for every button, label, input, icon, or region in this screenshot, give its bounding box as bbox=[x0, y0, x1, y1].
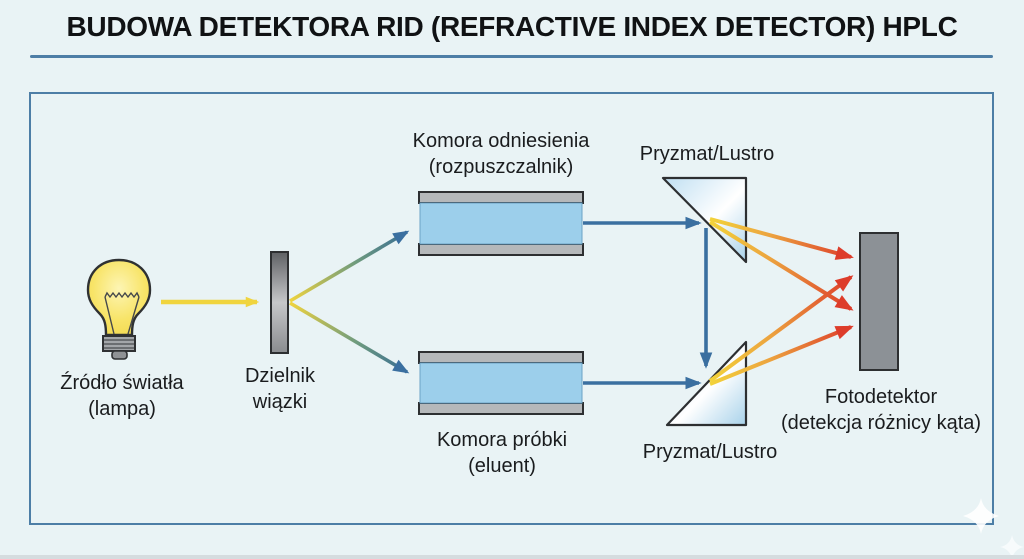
bulb-contact-tip bbox=[111, 350, 128, 360]
light-source-label: Źródło światła (lampa) bbox=[60, 370, 183, 422]
light-source-label-line2: (lampa) bbox=[88, 398, 156, 420]
ray-top-upper-arrow bbox=[709, 217, 854, 260]
light-source-label-line1: Źródło światła bbox=[60, 372, 184, 394]
reference-chamber-label-line2: (rozpuszczalnik) bbox=[428, 156, 574, 178]
diagram-frame bbox=[29, 92, 994, 525]
sample-chamber-label-line2: (eluent) bbox=[468, 455, 536, 477]
reference-chamber-icon bbox=[418, 191, 584, 256]
ray-top-lower-arrow bbox=[708, 220, 854, 311]
photodetector-label-line2: (detekcja różnicy kąta) bbox=[780, 412, 982, 434]
prism-top-label-text: Pryzmat/Lustro bbox=[639, 143, 775, 165]
sample-chamber-top-plate bbox=[418, 351, 584, 364]
reference-chamber-label: Komora odniesienia (rozpuszczalnik) bbox=[413, 128, 590, 180]
split-beam-up-arrow bbox=[289, 230, 410, 303]
photodetector-label: Fotodetektor (detekcja różnicy kąta) bbox=[781, 384, 981, 436]
beam-splitter-icon bbox=[270, 251, 289, 354]
reference-chamber-cell bbox=[419, 202, 583, 245]
photodetector-icon bbox=[859, 232, 899, 371]
sample-chamber-bottom-plate bbox=[418, 402, 584, 415]
sample-chamber-icon bbox=[418, 351, 584, 415]
split-beam-down-arrow bbox=[289, 301, 410, 374]
prism-bottom-icon bbox=[665, 340, 748, 427]
beam-splitter-label: Dzielnik wiązki bbox=[245, 363, 315, 415]
bottom-edge bbox=[0, 555, 1024, 559]
photodetector-label-line1: Fotodetektor bbox=[824, 386, 938, 408]
ray-bottom-upper-arrow bbox=[708, 275, 854, 383]
reference-chamber-label-line1: Komora odniesienia bbox=[412, 130, 590, 152]
prism-top-label: Pryzmat/Lustro bbox=[640, 141, 774, 167]
sparkle-small-icon bbox=[1000, 535, 1024, 559]
prism-bottom-label-text: Pryzmat/Lustro bbox=[642, 441, 778, 463]
bulb-filament bbox=[104, 291, 140, 299]
reference-chamber-top-plate bbox=[418, 191, 584, 204]
sample-chamber-label: Komora próbki (eluent) bbox=[437, 427, 567, 479]
light-bulb-icon bbox=[86, 258, 152, 360]
sparkle-icon bbox=[963, 498, 999, 534]
bulb-glass bbox=[86, 258, 152, 337]
beam-splitter-label-line2: wiązki bbox=[252, 391, 308, 413]
prism-bottom-label: Pryzmat/Lustro bbox=[643, 439, 777, 465]
ray-bottom-lower-arrow bbox=[709, 325, 854, 386]
bulb-filament-wires bbox=[104, 296, 140, 335]
reference-chamber-bottom-plate bbox=[418, 243, 584, 256]
sample-chamber-cell bbox=[419, 362, 583, 404]
prism-top-icon bbox=[661, 176, 748, 264]
beam-splitter-label-line1: Dzielnik bbox=[244, 365, 316, 387]
diagram-title: BUDOWA DETEKTORA RID (REFRACTIVE INDEX D… bbox=[66, 11, 958, 42]
title-underline bbox=[30, 55, 993, 58]
sample-chamber-label-line1: Komora próbki bbox=[436, 429, 568, 451]
bulb-screw-ridges bbox=[104, 339, 134, 349]
